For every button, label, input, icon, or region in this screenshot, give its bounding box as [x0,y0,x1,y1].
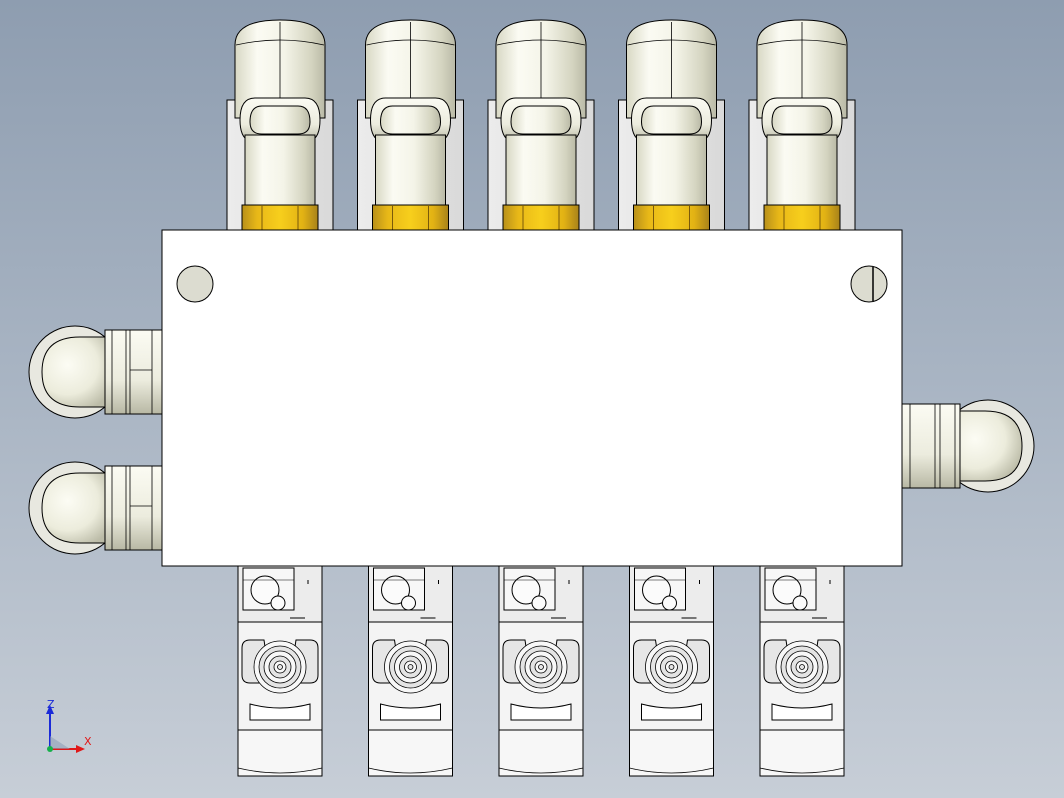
top-fitting-3 [487,19,595,231]
top-fitting-5 [748,19,856,231]
solenoid-valve-5 [759,565,845,777]
triad-arrows [46,705,85,753]
manifold-body [161,229,903,567]
top-fitting-1 [226,19,334,231]
brass-nut-2 [372,204,449,231]
outlet-elbow-1 [901,399,1035,493]
brass-nut-5 [763,204,841,231]
solenoid-valve-2 [368,565,453,777]
solenoid-valve-4 [629,565,714,777]
brass-nut-1 [241,204,319,231]
top-fitting-2 [357,19,464,231]
mounting-hole-right [850,265,888,303]
brass-nut-4 [633,204,710,231]
solenoid-valve-1 [237,565,323,777]
top-fitting-4 [618,19,725,231]
mounting-hole-left [176,265,214,303]
origin-marker [47,746,53,752]
inlet-elbow-1 [28,325,163,419]
solenoid-valves [237,565,845,777]
manifold-plate [161,229,903,567]
valve-top-fittings [226,19,856,231]
solenoid-valve-3 [498,565,584,777]
z-axis-label: Z [47,698,55,711]
brass-nut-3 [502,204,580,231]
inlet-elbow-2 [28,461,163,555]
side-fittings [28,325,1035,555]
x-axis-label: X [84,735,92,748]
